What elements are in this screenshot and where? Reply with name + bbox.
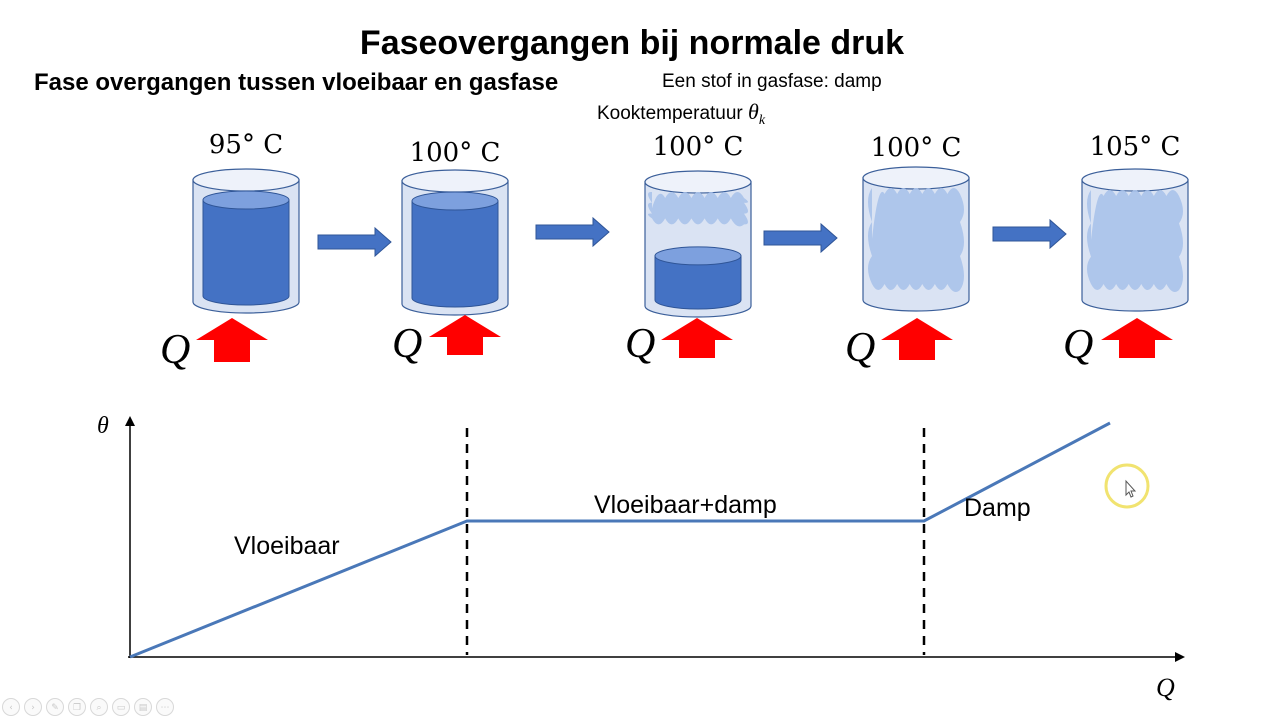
pointer-icon xyxy=(1125,479,1137,498)
note-boiling-sub: k xyxy=(759,113,766,128)
beaker: 105° C xyxy=(1081,132,1189,312)
glass-rim xyxy=(1081,168,1189,192)
heat-symbol: Q xyxy=(160,327,190,373)
slide-title: Faseovergangen bij normale druk xyxy=(360,24,904,62)
beaker: 100° C xyxy=(862,133,970,312)
pen-icon[interactable]: ✎ xyxy=(46,698,64,716)
subtitle-icon[interactable]: ▤ xyxy=(134,698,152,716)
heating-curve xyxy=(129,421,1111,659)
beaker-temperature: 105° C xyxy=(1090,132,1181,162)
heat-symbol: Q xyxy=(392,321,422,367)
liquid-surface xyxy=(654,246,742,266)
liquid xyxy=(411,200,499,308)
beaker: 100° C xyxy=(644,132,752,318)
note-boiling-symbol: θ xyxy=(748,99,759,124)
more-icon[interactable]: ⋯ xyxy=(156,698,174,716)
liquid-surface xyxy=(202,190,290,210)
beaker: 95° C xyxy=(192,130,300,314)
zoom-icon[interactable]: ⌕ xyxy=(90,698,108,716)
pages-icon[interactable]: ❐ xyxy=(68,698,86,716)
region-label-vapor: Damp xyxy=(964,494,1031,522)
heat-symbol: Q xyxy=(845,325,875,371)
flow-arrow xyxy=(535,216,610,248)
cursor-ring xyxy=(1104,463,1150,509)
region-label-liquid: Vloeibaar xyxy=(234,532,340,560)
y-axis-label: θ xyxy=(97,413,109,439)
note-boiling: Kooktemperatuur θk xyxy=(597,99,766,128)
slide-subtitle: Fase overgangen tussen vloeibaar en gasf… xyxy=(34,69,558,96)
heat-symbol: Q xyxy=(625,321,655,367)
flow-arrow xyxy=(992,218,1067,250)
heat-arrow xyxy=(881,318,953,360)
heat-arrow xyxy=(661,318,733,358)
flow-arrows xyxy=(317,216,1067,258)
heat-symbol: Q xyxy=(1063,322,1093,368)
glass-rim xyxy=(644,170,752,194)
presentation-toolbar: ‹ › ✎ ❐ ⌕ ▭ ▤ ⋯ xyxy=(2,698,174,716)
beaker: 100° C xyxy=(401,138,509,316)
liquid xyxy=(654,255,742,310)
flow-arrow xyxy=(317,226,392,258)
next-icon[interactable]: › xyxy=(24,698,42,716)
prev-icon[interactable]: ‹ xyxy=(2,698,20,716)
temperature-graph: θ Q Vloeibaar Vloeibaar+damp Damp xyxy=(97,413,1185,702)
glass-rim xyxy=(401,169,509,193)
beaker-temperature: 100° C xyxy=(871,133,962,163)
region-label-liquid-vapor: Vloeibaar+damp xyxy=(594,491,777,519)
presenter-cursor xyxy=(1104,463,1150,509)
heat-arrow xyxy=(429,315,501,355)
beaker-temperature: 100° C xyxy=(410,138,501,168)
liquid-surface xyxy=(411,191,499,211)
glass-rim xyxy=(192,168,300,192)
heat-arrow xyxy=(196,318,268,362)
beaker-row: 95° C 100° C 100° C 100° C 105° C xyxy=(192,130,1189,318)
liquid xyxy=(202,199,290,306)
beaker-temperature: 95° C xyxy=(209,130,283,160)
note-boiling-text: Kooktemperatuur xyxy=(597,103,743,124)
steam-cloud xyxy=(868,188,964,292)
steam-cloud xyxy=(1087,190,1183,292)
note-gas: Een stof in gasfase: damp xyxy=(662,71,882,92)
beaker-temperature: 100° C xyxy=(653,132,744,162)
heat-arrow xyxy=(1101,318,1173,358)
slides-icon[interactable]: ▭ xyxy=(112,698,130,716)
glass-rim xyxy=(862,166,970,190)
flow-arrow xyxy=(763,222,838,254)
x-axis-label: Q xyxy=(1156,673,1175,702)
steam-cloud xyxy=(648,191,748,227)
